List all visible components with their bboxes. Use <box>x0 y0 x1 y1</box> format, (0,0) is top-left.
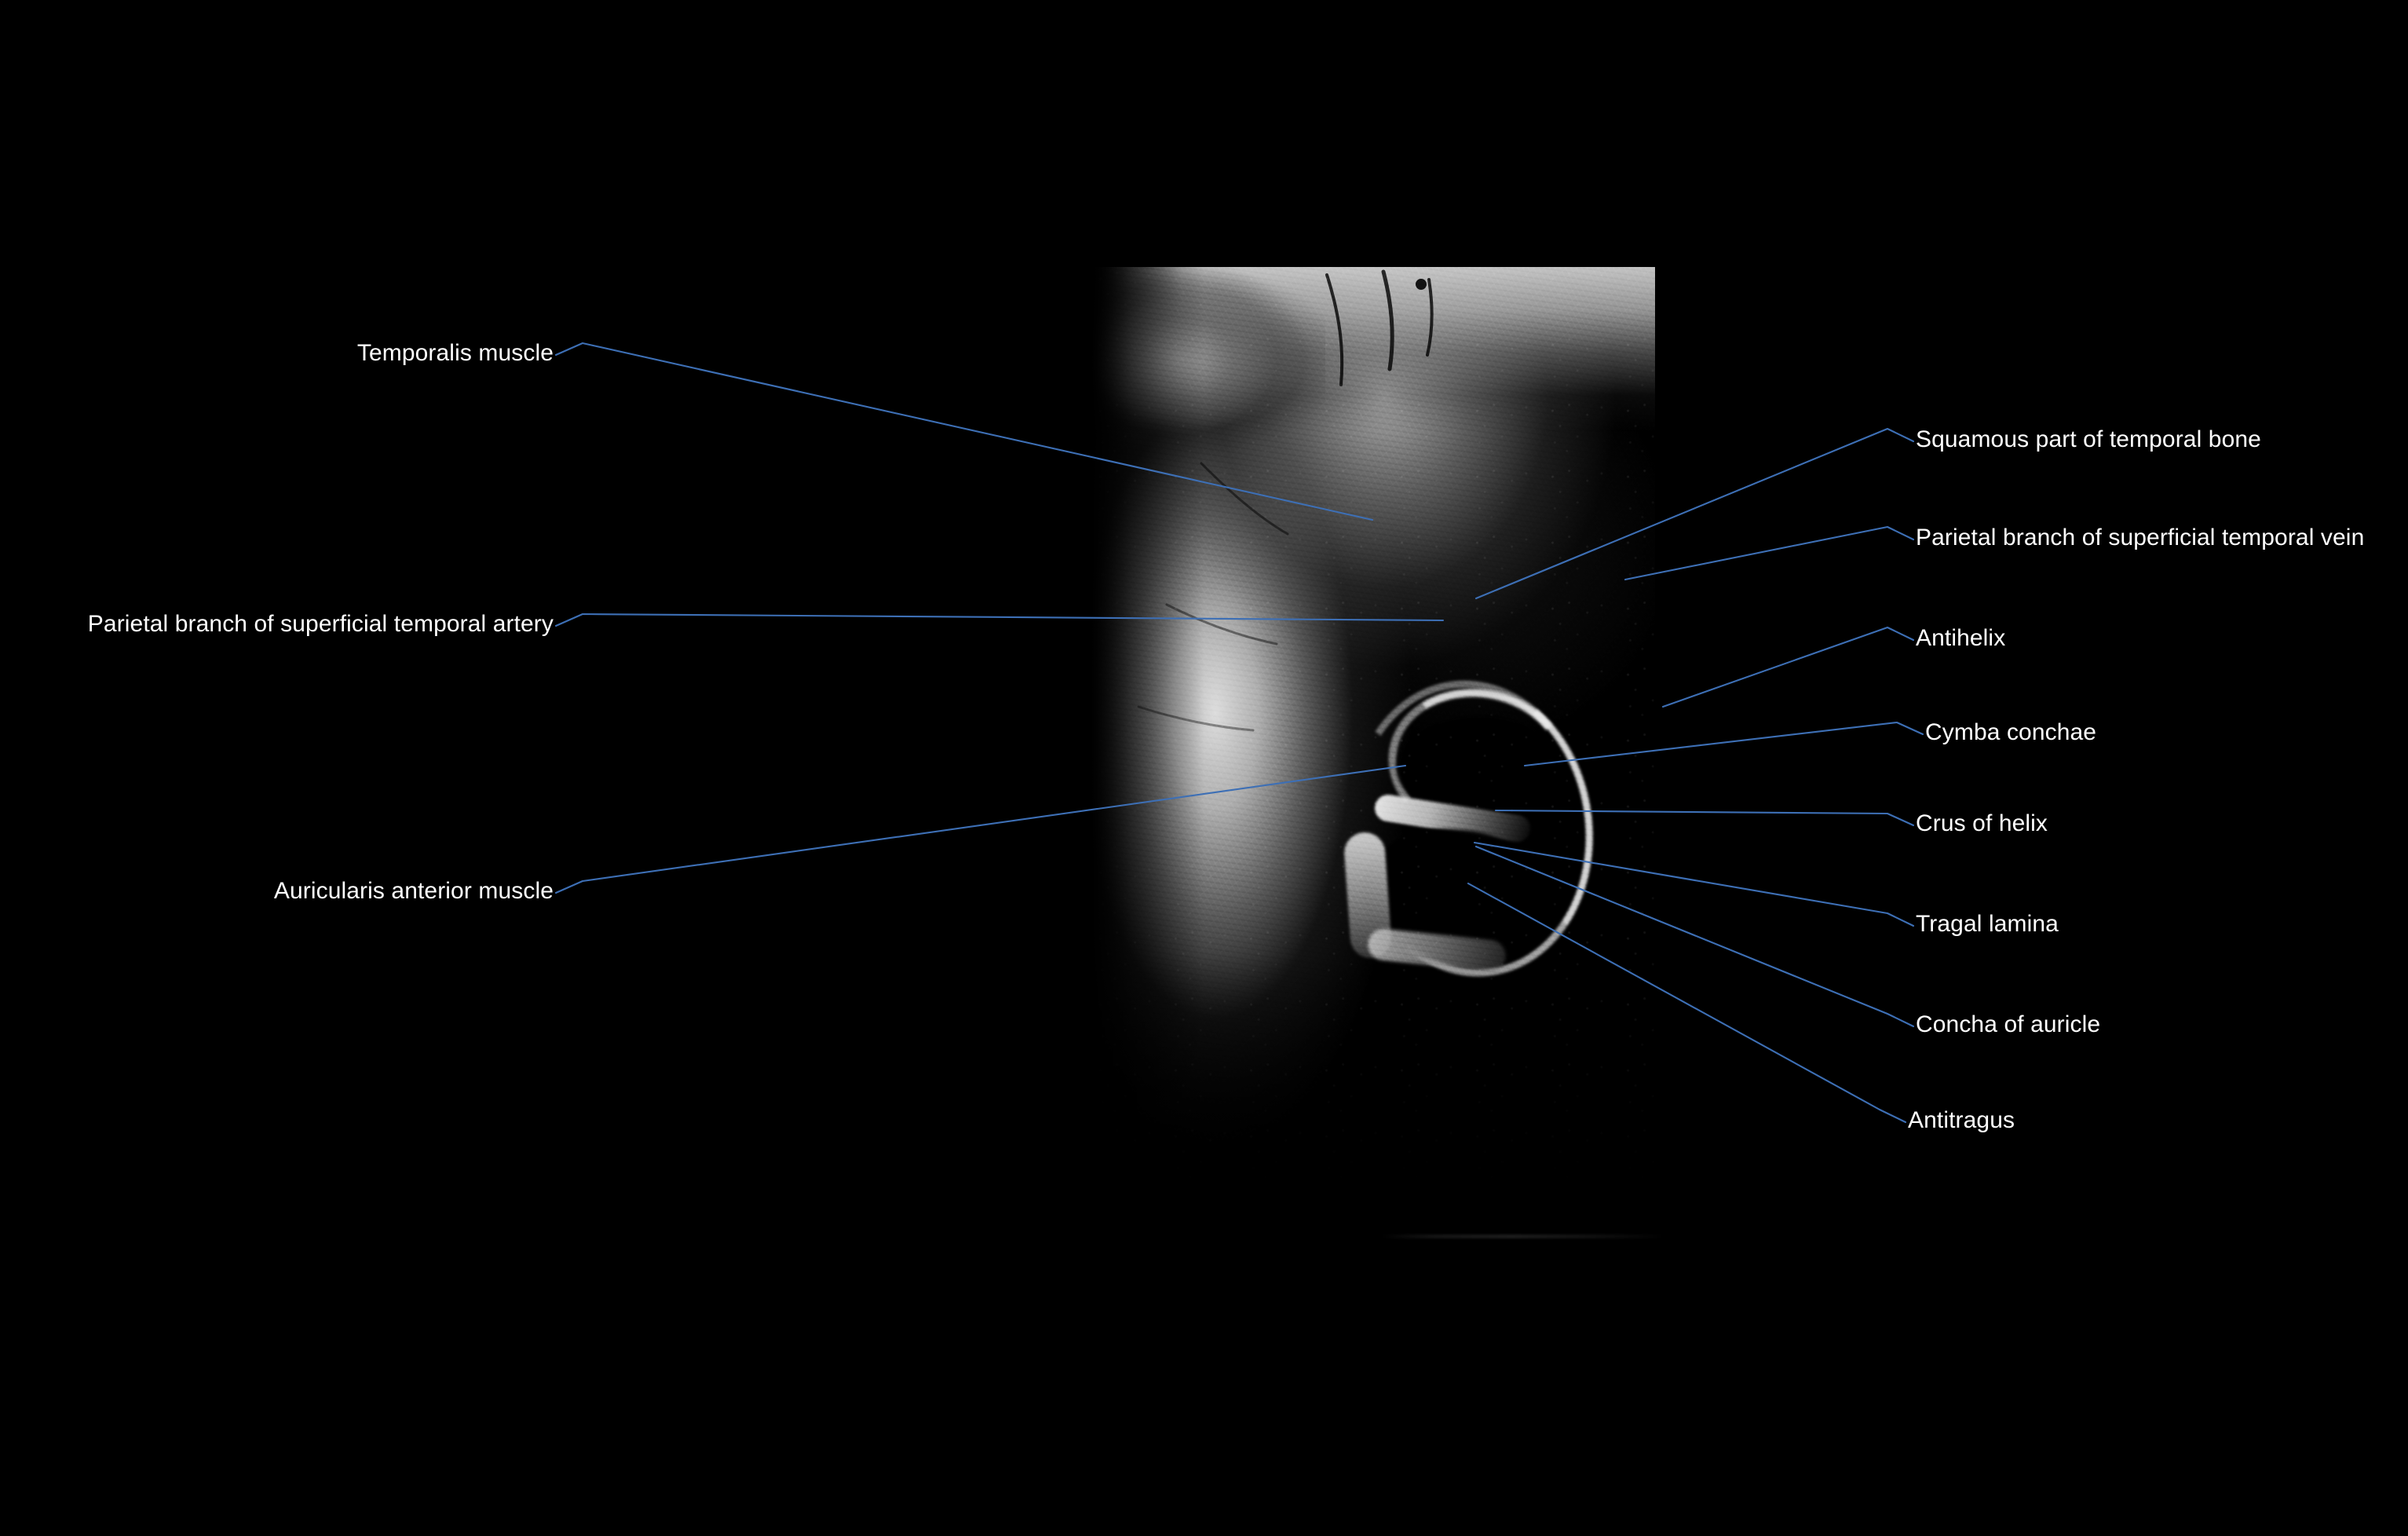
label-antitragus: Antitragus <box>1908 1107 2015 1133</box>
label-squamous-part-of-temporal-bone: Squamous part of temporal bone <box>1916 426 2261 452</box>
label-parietal-branch-superficial-temporal-vein: Parietal branch of superficial temporal … <box>1916 525 2365 550</box>
label-antihelix: Antihelix <box>1916 625 2006 651</box>
label-auricularis-anterior-muscle: Auricularis anterior muscle <box>273 878 554 904</box>
specimen-edge-fade <box>1091 267 1655 1194</box>
leader-line-parietal-branch-superficial-temporal-vein <box>1624 525 1915 581</box>
label-crus-of-helix: Crus of helix <box>1916 810 2048 836</box>
anatomical-specimen-image <box>1091 267 1655 1194</box>
label-tragal-lamina: Tragal lamina <box>1916 911 2059 937</box>
label-temporalis-muscle: Temporalis muscle <box>356 340 554 366</box>
leader-line-antihelix <box>1661 626 1915 708</box>
label-concha-of-auricle: Concha of auricle <box>1916 1011 2101 1037</box>
label-cymba-conchae: Cymba conchae <box>1925 719 2097 745</box>
label-parietal-branch-superficial-temporal-artery: Parietal branch of superficial temporal … <box>87 611 554 637</box>
bottom-scan-artifact <box>1382 1234 1664 1238</box>
